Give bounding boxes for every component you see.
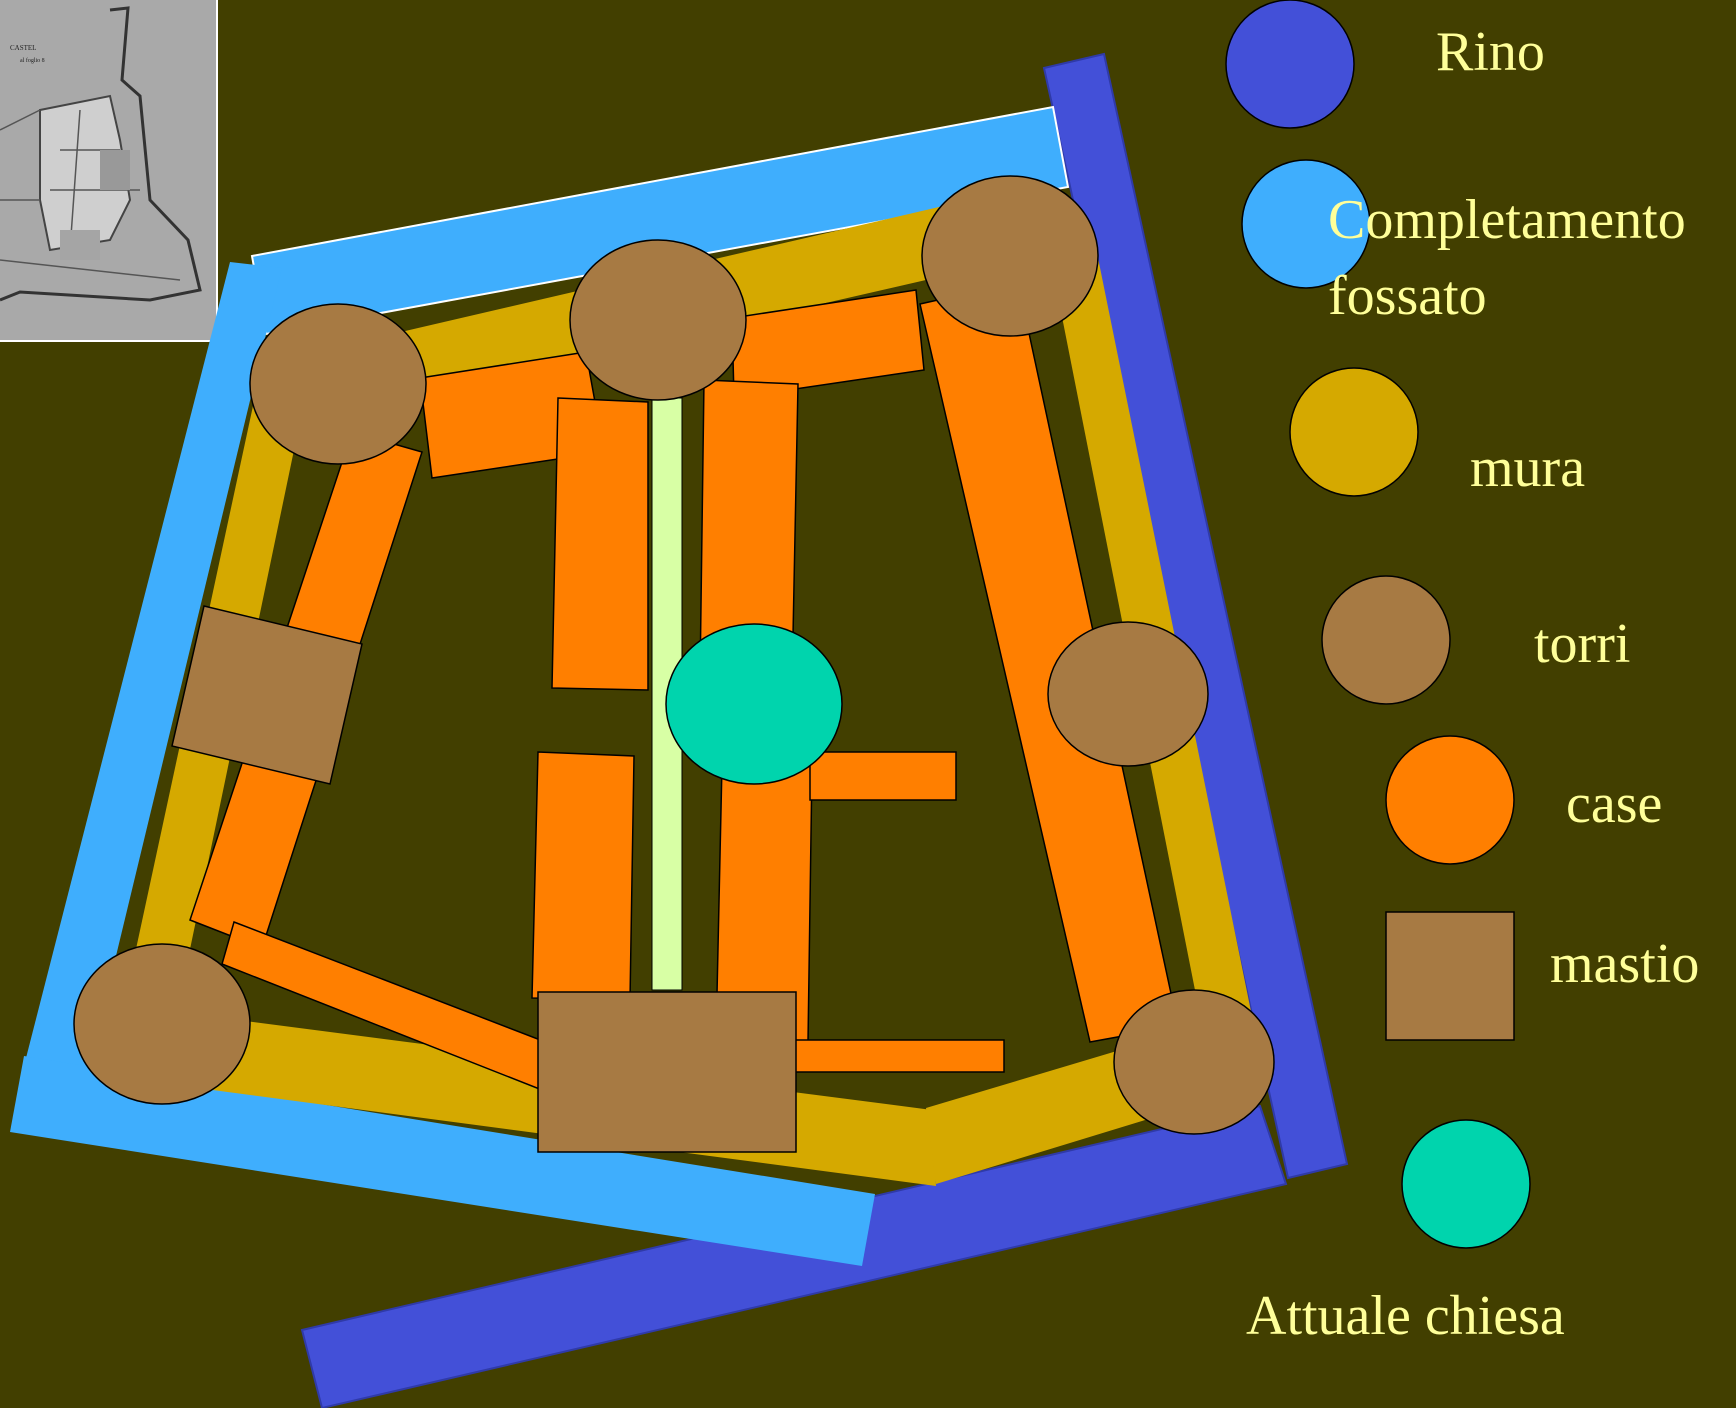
legend-label-mastio: mastio xyxy=(1550,934,1699,994)
legend-label-rino: Rino xyxy=(1436,22,1545,82)
mastio-south xyxy=(538,992,796,1152)
legend-label-case: case xyxy=(1566,774,1662,834)
legend-swatch-case xyxy=(1386,736,1514,864)
chiesa-attuale xyxy=(666,624,842,784)
casa-central-nw xyxy=(552,398,648,690)
torre-north-center xyxy=(570,240,746,400)
casa-church-annex xyxy=(810,752,956,800)
torre-east xyxy=(1048,622,1208,766)
legend-label-mura: mura xyxy=(1470,438,1585,498)
legend-swatch-mastio xyxy=(1386,912,1514,1040)
torre-ne xyxy=(922,176,1098,336)
legend-label-fossato: Completamento fossato xyxy=(1328,182,1728,334)
casa-central-sw xyxy=(532,752,634,1000)
torre-sw xyxy=(74,944,250,1104)
torre-nw xyxy=(250,304,426,464)
legend-label-chiesa: Attuale chiesa xyxy=(1246,1286,1565,1346)
legend-swatch-mura xyxy=(1290,368,1418,496)
legend-label-torri: torri xyxy=(1534,614,1630,674)
legend-swatch-rino xyxy=(1226,0,1354,128)
legend-swatch-chiesa xyxy=(1402,1120,1530,1248)
casa-south-annex xyxy=(790,1040,1004,1072)
torre-se xyxy=(1114,990,1274,1134)
legend-swatch-torri xyxy=(1322,576,1450,704)
